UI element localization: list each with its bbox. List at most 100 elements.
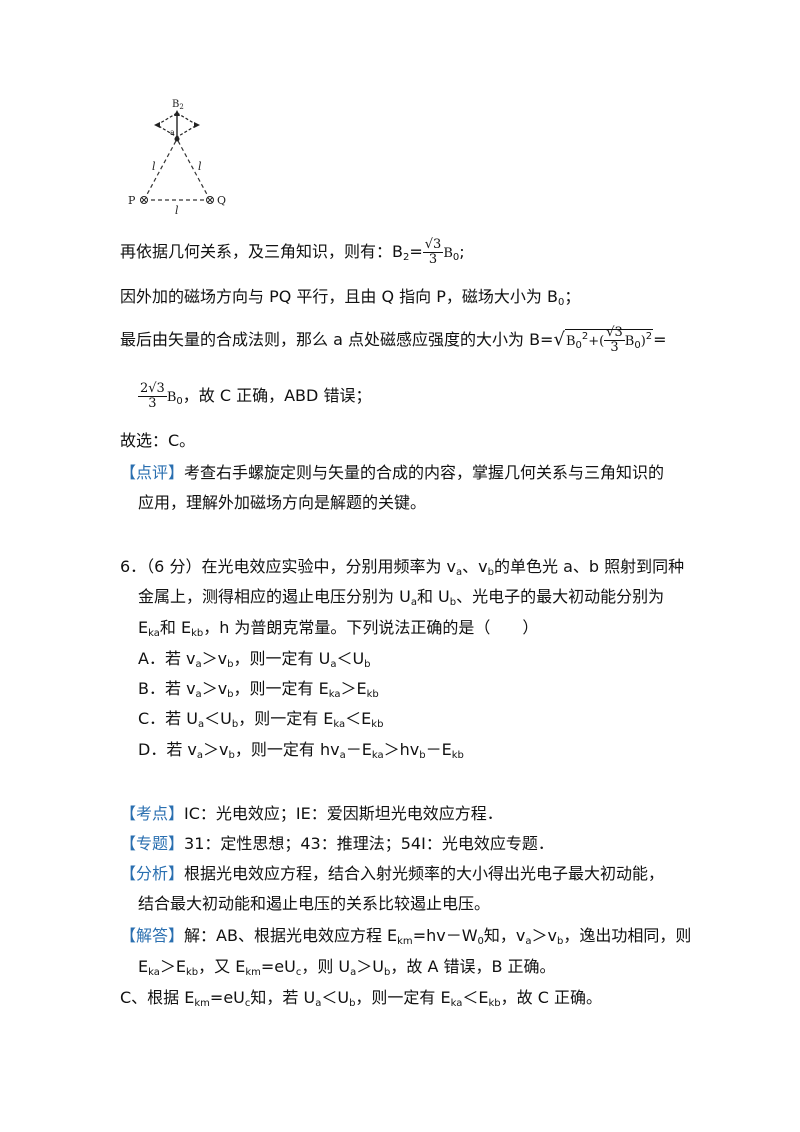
text: C．若 U <box>138 709 198 728</box>
sub: 0 <box>557 297 565 308</box>
review-tag: 【点评】 <box>120 463 185 482</box>
text: ，则一定有 E <box>233 679 329 698</box>
kaodian-line: 【考点】IC：光电效应；IE：爱因斯坦光电效应方程． <box>120 803 503 825</box>
sub: b <box>227 689 234 700</box>
text: C、根据 E <box>120 988 195 1007</box>
text: A．若 v <box>138 649 196 668</box>
sub: b <box>231 719 239 730</box>
text: 知，v <box>483 926 526 945</box>
sub: 0 <box>176 396 183 407</box>
review-line-2: 应用，理解外加磁场方向是解题的关键。 <box>138 492 426 514</box>
sub: kb <box>451 750 464 761</box>
text: ＞hv <box>383 740 420 759</box>
sub: ka <box>450 998 463 1009</box>
text: ＜U <box>336 649 365 668</box>
text: ，则一定有 U <box>233 649 331 668</box>
solution-line-2: 因外加的磁场方向与 PQ 平行，且由 Q 指向 P，磁场大小为 B0； <box>120 286 580 314</box>
text: ，故 A 错误，B 正确。 <box>390 957 556 976</box>
text: ＞v <box>203 740 229 759</box>
option-a[interactable]: A．若 va＞vb，则一定有 Ua＜Ub <box>138 648 371 676</box>
arrowhead-up-icon <box>174 110 180 116</box>
text: 、光电子的最大初动能分别为 <box>456 587 665 606</box>
text: －E <box>425 740 452 759</box>
arrowhead-right-icon <box>194 122 200 128</box>
sqrt-sign: √ <box>553 329 565 350</box>
text: ＞U <box>356 957 385 976</box>
text: ，则 U <box>301 957 351 976</box>
sub: a <box>525 936 532 947</box>
sub: a <box>196 750 204 761</box>
text: ＜E <box>462 988 489 1007</box>
text: E <box>138 957 149 976</box>
sub: km <box>194 998 210 1009</box>
sub: b <box>487 567 494 578</box>
text: ，故 C 正确，ABD 错误； <box>182 386 372 405</box>
text: 故选：C。 <box>120 431 196 450</box>
question-line-2: 金属上，测得相应的遏止电压分别为 Ua和 Ub、光电子的最大初动能分别为 <box>138 586 664 614</box>
option-b[interactable]: B．若 va＞vb，则一定有 Eka＞Ekb <box>138 678 379 706</box>
label-p: P <box>128 194 136 207</box>
text: ； <box>564 287 581 306</box>
option-d[interactable]: D．若 va＞vb，则一定有 hva－Eka＞hvb－Ekb <box>138 739 464 767</box>
jieda-tag: 【解答】 <box>120 926 185 945</box>
text: 和 E <box>159 618 192 637</box>
fenxi-line-1: 【分析】根据光电效应方程，结合入射光频率的大小得出光电子最大初动能， <box>120 863 664 885</box>
sub: b <box>419 750 426 761</box>
text: =hv－W <box>412 926 478 945</box>
text: ＞E <box>340 679 367 698</box>
text: 因外加的磁场方向与 PQ 平行，且由 Q 指向 P，磁场大小为 B <box>120 287 558 306</box>
sub: b <box>349 998 356 1009</box>
text: IC：光电效应；IE：爱因斯坦光电效应方程． <box>184 804 503 823</box>
label-a: a <box>170 128 175 137</box>
sub: kb <box>488 998 501 1009</box>
text: B <box>166 390 177 405</box>
fenxi-line-2: 结合最大初动能和遏止电压的关系比较遏止电压。 <box>138 893 490 915</box>
text: ，故 C 正确。 <box>500 988 602 1007</box>
side-left <box>143 138 178 201</box>
text: = <box>409 242 423 261</box>
sub: b <box>228 750 235 761</box>
text: ＞v <box>201 679 228 698</box>
sub: ka <box>148 628 160 639</box>
sub: a <box>195 659 202 670</box>
text: 根据光电效应方程，结合入射光频率的大小得出光电子最大初动能， <box>184 864 665 883</box>
label-b2: B2 <box>172 99 184 111</box>
solution-answer-select: 故选：C。 <box>120 430 195 452</box>
review-line-1: 【点评】考查右手螺旋定则与矢量的合成的内容，掌握几何关系与三角知识的 <box>120 462 664 484</box>
jieda-line-1: 【解答】解：AB、根据光电效应方程 Ekm=hv－W0知，va＞vb，逸出功相同… <box>120 925 691 953</box>
sub: km <box>245 967 261 978</box>
sub: a <box>350 967 357 978</box>
text: ＞E <box>159 957 186 976</box>
sub: kb <box>366 689 379 700</box>
text: 最后由矢量的合成法则，那么 a 点处磁感应强度的大小为 B= <box>120 330 554 349</box>
sub: a <box>315 998 322 1009</box>
sub: c <box>244 998 251 1009</box>
option-c-analysis: C、根据 Ekm=eUc知，若 Ua＜Ub，则一定有 Eka＜Ekb，故 C 正… <box>120 987 602 1015</box>
option-c[interactable]: C．若 Ua＜Ub，则一定有 Eka＜Ekb <box>138 708 383 736</box>
text: ＜E <box>345 709 372 728</box>
text: 解：AB、根据光电效应方程 E <box>184 926 398 945</box>
text: D．若 v <box>138 740 197 759</box>
sub: ka <box>333 719 346 730</box>
text: 的单色光 a、b 照射到同种 <box>494 557 685 576</box>
text: ＞v <box>531 926 558 945</box>
sub: a <box>330 659 337 670</box>
question-line-1: 6．（6 分）在光电效应实验中，分别用频率为 va、vb的单色光 a、b 照射到… <box>120 556 684 584</box>
sub: b <box>557 936 564 947</box>
text: 应用，理解外加磁场方向是解题的关键。 <box>138 493 427 512</box>
text: 再依据几何关系，及三角知识，则有：B <box>120 242 403 261</box>
text: ，则一定有 E <box>238 709 334 728</box>
text: ，逸出功相同，则 <box>563 926 692 945</box>
sub: ka <box>371 750 384 761</box>
text: 6．（6 分）在光电效应实验中，分别用频率为 v <box>120 557 457 576</box>
jieda-line-2: Eka＞Ekb，又 Ekm=eUc，则 Ua＞Ub，故 A 错误，B 正确。 <box>138 956 556 984</box>
text: ＜U <box>204 709 232 728</box>
arrowhead-left-icon <box>154 122 160 128</box>
text: ; <box>459 242 465 261</box>
fenxi-tag: 【分析】 <box>120 864 185 883</box>
